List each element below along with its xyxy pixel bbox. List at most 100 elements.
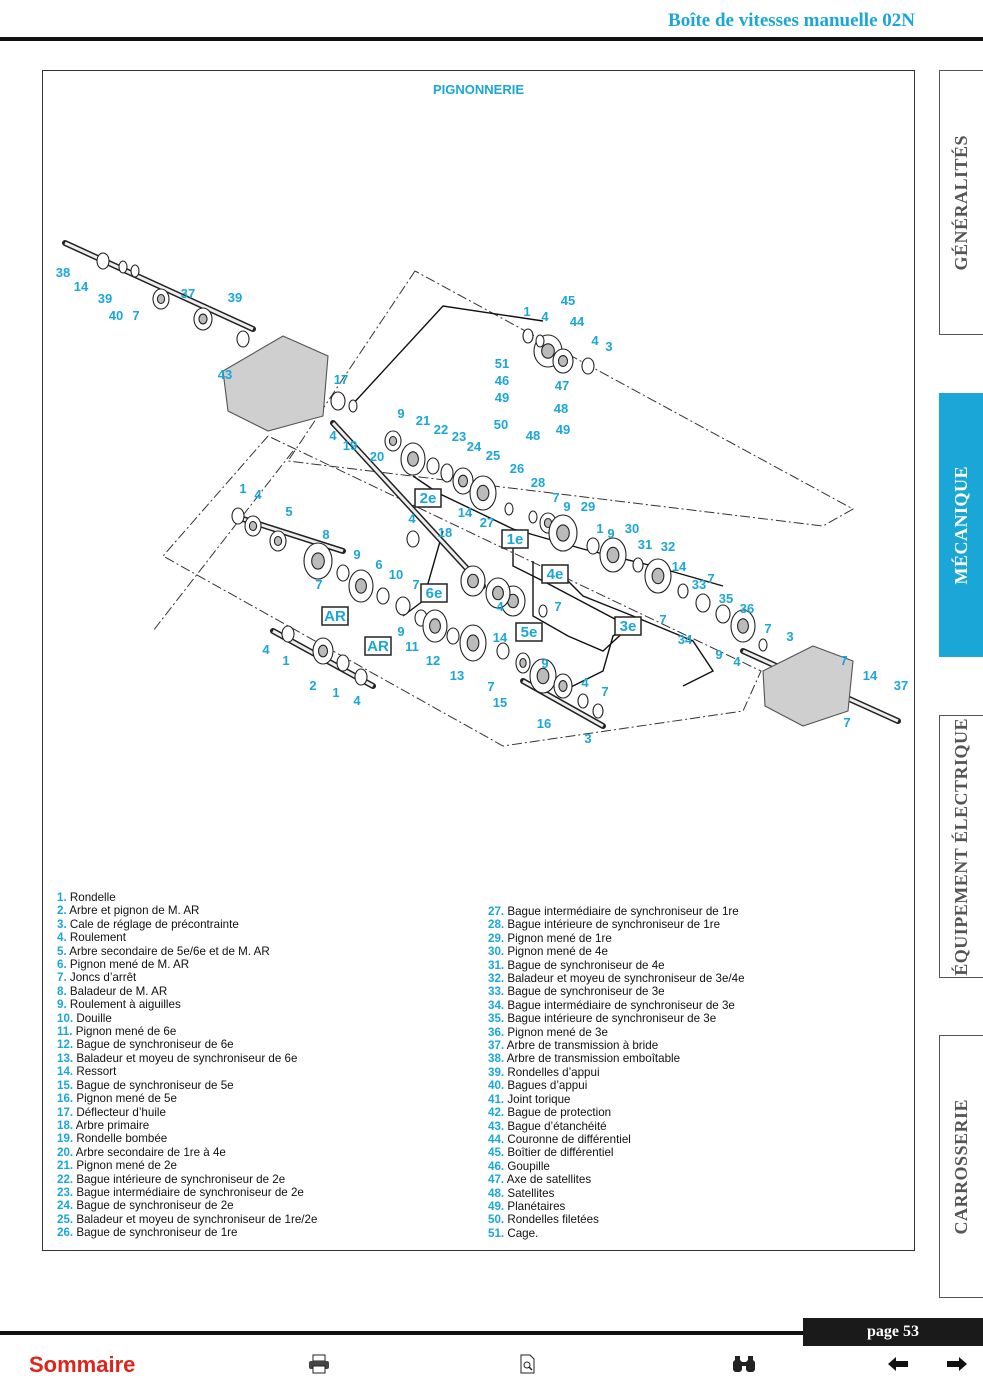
- callout-number: 48: [554, 401, 568, 416]
- sommaire-link[interactable]: Sommaire: [29, 1352, 136, 1377]
- gear-part: [446, 627, 460, 645]
- callout-number: 13: [450, 668, 464, 683]
- legend-number: 7.: [57, 971, 67, 985]
- legend-number: 50.: [488, 1213, 505, 1227]
- legend-item: 4. Roulement: [57, 931, 317, 944]
- legend-text: Roulement à aiguilles: [66, 998, 181, 1012]
- gear-part: [348, 399, 358, 413]
- tab-equipement-electrique[interactable]: ÉQUIPEMENT ÉLECTRIQUE: [939, 715, 983, 978]
- legend-text: Axe de satellites: [504, 1173, 592, 1187]
- gear-part: [535, 334, 545, 348]
- arrow-right-icon[interactable]: [945, 1353, 969, 1375]
- gear-hub: [466, 634, 480, 652]
- legend-number: 44.: [488, 1132, 505, 1146]
- legend-item: 11. Pignon mené de 6e: [57, 1025, 317, 1038]
- legend-text: Bague intermédiaire de synchroniseur de …: [73, 1185, 304, 1199]
- legend-number: 43.: [488, 1119, 505, 1133]
- gear-hub: [311, 552, 325, 570]
- legend-item: 20. Arbre secondaire de 1re à 4e: [57, 1146, 317, 1159]
- header-rule: [0, 37, 983, 41]
- legend-text: Pignon mené de 6e: [72, 1025, 177, 1039]
- gear-hub: [492, 585, 504, 601]
- gear-hub: [407, 451, 419, 467]
- tab-carrosserie[interactable]: CARROSSERIE: [939, 1035, 983, 1298]
- legend-text: Bague d’étanchéité: [504, 1119, 607, 1133]
- legend-number: 18.: [57, 1118, 74, 1132]
- callout-number: 44: [570, 314, 585, 329]
- gear-part: [96, 252, 110, 270]
- gear-label-box: [420, 583, 448, 603]
- legend-item: 7. Joncs d’arrêt: [57, 971, 317, 984]
- legend-text: Baladeur et moyeu de synchroniseur de 3e…: [504, 972, 745, 986]
- legend-number: 12.: [57, 1038, 74, 1052]
- callout-number: 1: [596, 521, 603, 536]
- gear-part: [586, 537, 600, 555]
- legend-item: 30. Pignon mené de 4e: [488, 945, 745, 958]
- callout-number: 7: [412, 577, 419, 592]
- gear-part: [406, 530, 420, 548]
- document-search-icon[interactable]: [516, 1353, 540, 1375]
- legend-number: 6.: [57, 958, 67, 972]
- gear-hub: [557, 355, 569, 367]
- legend-number: 29.: [488, 931, 505, 945]
- callout-number: 25: [486, 448, 500, 463]
- legend-item: 25. Baladeur et moyeu de synchroniseur d…: [57, 1213, 317, 1226]
- legend-item: 13. Baladeur et moyeu de synchroniseur d…: [57, 1052, 317, 1065]
- binoculars-icon[interactable]: [732, 1353, 756, 1375]
- callout-number: 7: [840, 653, 847, 668]
- print-icon[interactable]: [307, 1353, 331, 1375]
- callout-number: 5: [285, 504, 292, 519]
- tab-mecanique[interactable]: MÉCANIQUE: [939, 393, 983, 657]
- callout-number: 9: [397, 406, 404, 421]
- gear-hub: [737, 618, 749, 634]
- callout-number: 28: [531, 475, 545, 490]
- legend-text: Bague intermédiaire de synchroniseur de …: [504, 998, 735, 1012]
- legend-number: 30.: [488, 945, 505, 959]
- legend-text: Couronne de différentiel: [504, 1132, 631, 1146]
- gear-hub: [651, 567, 665, 585]
- callout-number: 7: [315, 577, 322, 592]
- legend-number: 27.: [488, 905, 505, 918]
- gear-hub: [476, 484, 490, 502]
- callout-number: 14: [493, 630, 508, 645]
- callout-number: 20: [370, 449, 384, 464]
- legend-item: 36. Pignon mené de 3e: [488, 1026, 745, 1039]
- legend-number: 1.: [57, 891, 67, 904]
- gear-label-box: [541, 564, 569, 584]
- gear-part: [336, 564, 350, 582]
- legend-text: Bague intermédiaire de synchroniseur de …: [504, 905, 739, 918]
- gear-part: [231, 507, 245, 525]
- legend-text: Bague de synchroniseur de 3e: [504, 985, 665, 999]
- legend-text: Pignon mené de M. AR: [66, 958, 190, 972]
- callout-number: 4: [733, 654, 741, 669]
- callout-number: 21: [416, 413, 430, 428]
- legend-item: 3. Cale de réglage de précontrainte: [57, 918, 317, 931]
- legend-item: 35. Bague intérieure de synchroniseur de…: [488, 1012, 745, 1025]
- legend-item: 37. Arbre de transmission à bride: [488, 1039, 745, 1052]
- legend-item: 49. Planétaires: [488, 1200, 745, 1213]
- gear-part: [538, 604, 548, 618]
- gear-label-box: [414, 488, 442, 508]
- tab-generalites[interactable]: GÉNÉRALITÉS: [939, 70, 983, 335]
- callout-number: 33: [692, 577, 706, 592]
- legend-number: 21.: [57, 1159, 74, 1173]
- legend-number: 20.: [57, 1145, 74, 1159]
- legend-number: 28.: [488, 918, 505, 932]
- legend-number: 31.: [488, 958, 505, 972]
- callout-number: 45: [561, 293, 575, 308]
- legend-number: 15.: [57, 1078, 74, 1092]
- gear-label-box: [321, 606, 349, 626]
- legend-text: Planétaires: [504, 1199, 566, 1213]
- callout-number: 14: [672, 559, 687, 574]
- gear-part: [281, 625, 295, 643]
- legend-text: Ressort: [73, 1065, 117, 1079]
- legend-text: Goupille: [504, 1159, 550, 1173]
- gear-label: 1e: [507, 531, 524, 548]
- arrow-left-icon[interactable]: [886, 1353, 910, 1375]
- gear-hub: [541, 343, 555, 359]
- legend-number: 3.: [57, 917, 67, 931]
- legend-item: 40. Bagues d’appui: [488, 1079, 745, 1092]
- legend-item: 27. Bague intermédiaire de synchroniseur…: [488, 905, 745, 918]
- legend-text: Arbre primaire: [73, 1118, 150, 1132]
- callout-number: 36: [740, 601, 754, 616]
